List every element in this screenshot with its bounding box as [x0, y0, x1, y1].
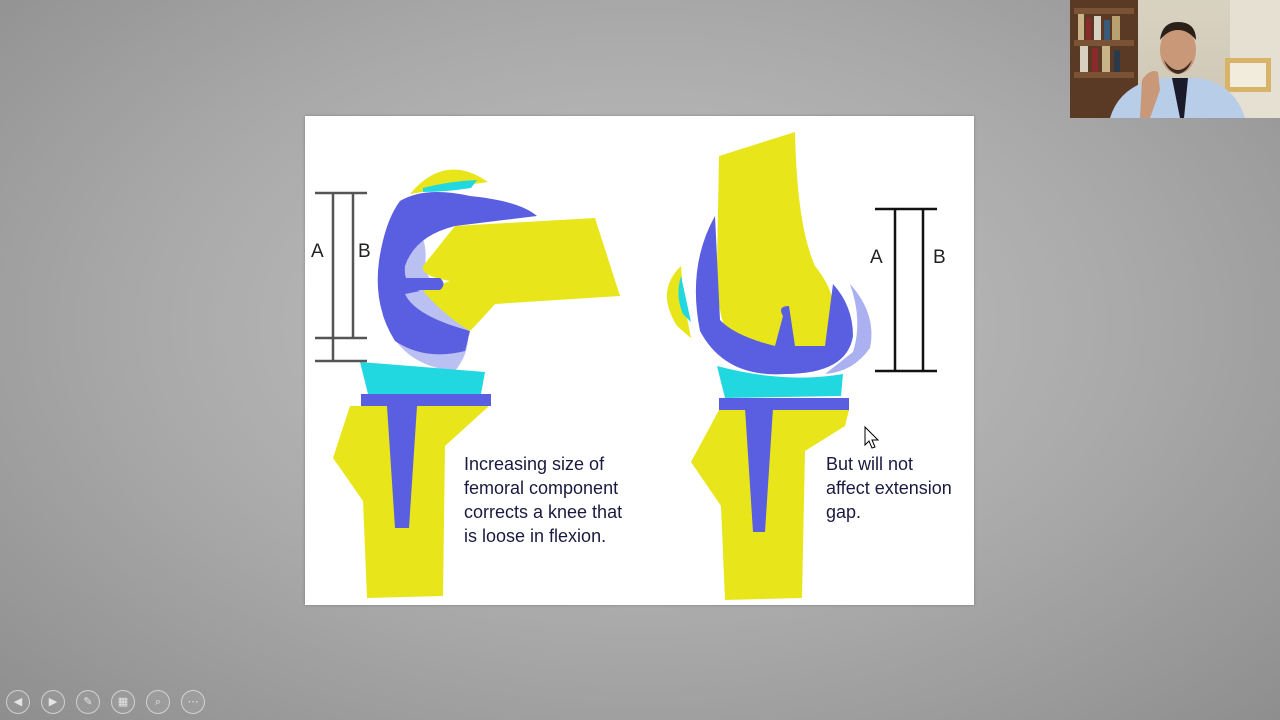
- mouse-cursor-icon: [864, 425, 880, 449]
- all-slides-button[interactable]: ▦: [111, 690, 135, 714]
- right-tibial-tray: [719, 398, 849, 410]
- left-femoral-peg: [405, 278, 444, 290]
- next-slide-button[interactable]: ▶: [41, 690, 65, 714]
- right-tibial-insert: [717, 366, 843, 398]
- left-femur: [422, 218, 620, 331]
- webcam-feed: [1070, 0, 1280, 118]
- left-label-b: B: [358, 241, 371, 262]
- left-tibial-stem: [387, 406, 417, 528]
- pen-tool-button[interactable]: ✎: [76, 690, 100, 714]
- right-tibia: [691, 410, 849, 600]
- previous-slide-button[interactable]: ◀: [6, 690, 30, 714]
- slideshow-toolbar: ◀ ▶ ✎ ▦ ⌕ ⋯: [6, 690, 205, 714]
- left-tibia: [333, 406, 489, 598]
- left-patella-button: [423, 180, 477, 192]
- right-label-b: B: [933, 247, 946, 268]
- right-patella-button: [678, 276, 691, 322]
- right-patella: [666, 266, 692, 339]
- left-label-a: A: [311, 241, 324, 262]
- knee-diagram: A B A B: [311, 132, 946, 600]
- left-tibial-insert: [360, 362, 485, 394]
- left-tibial-tray: [361, 394, 491, 406]
- right-femur: [716, 132, 834, 352]
- right-knee-extension: [666, 132, 937, 600]
- presenter-webcam: [1070, 0, 1280, 118]
- zoom-button[interactable]: ⌕: [146, 690, 170, 714]
- right-femoral-component: [695, 216, 853, 375]
- presentation-slide: A B A B Increasing size of femoral compo…: [305, 116, 974, 605]
- right-label-a: A: [870, 247, 883, 268]
- caption-left: Increasing size of femoral component cor…: [464, 454, 623, 546]
- right-femoral-ghost: [825, 284, 872, 374]
- caption-right: But will not affect extension gap.: [826, 454, 952, 522]
- left-femoral-component: [377, 192, 537, 355]
- left-knee-flexion: [315, 169, 620, 598]
- more-options-button[interactable]: ⋯: [181, 690, 205, 714]
- right-tibial-stem: [745, 408, 773, 532]
- left-measure-bars: [315, 191, 367, 363]
- right-measure-bars: [875, 207, 937, 373]
